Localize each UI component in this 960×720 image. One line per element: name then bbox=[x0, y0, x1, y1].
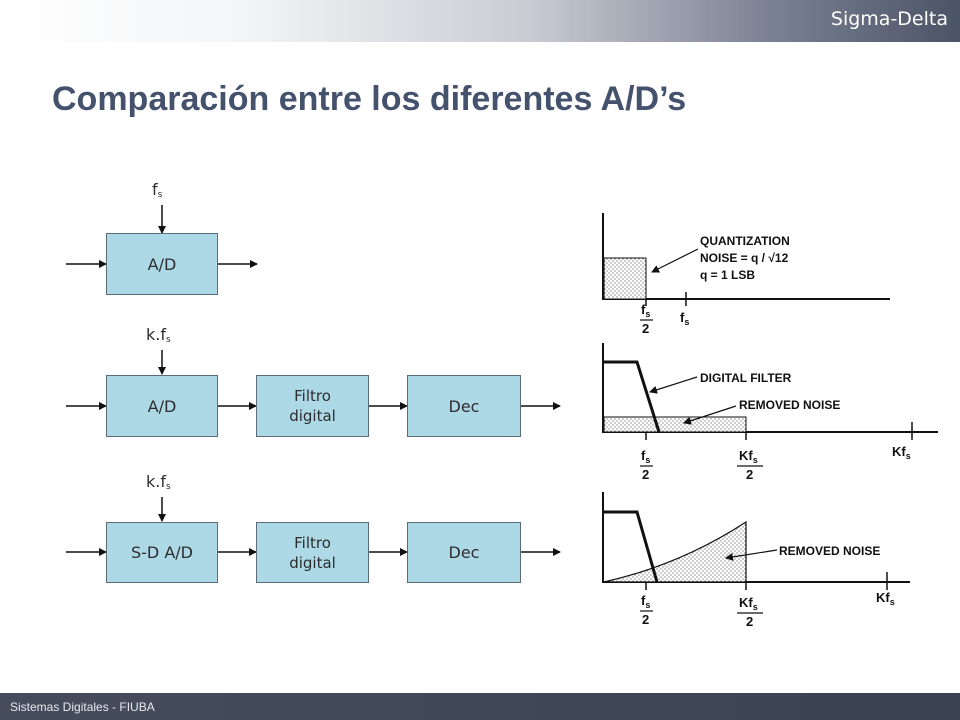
clock-label-1: fs bbox=[152, 180, 163, 200]
spectrum-plot-2: DIGITAL FILTER REMOVED NOISE fs 2 Kfs 2 … bbox=[602, 343, 938, 482]
digital-filter-response bbox=[604, 360, 661, 433]
spectrum-plot-3: REMOVED NOISE fs 2 Kfs 2 Kfs bbox=[602, 492, 910, 629]
filter-label-arrow bbox=[649, 376, 698, 394]
plot1-tick-half-num: fs bbox=[641, 302, 650, 319]
decimator-block-3: Dec bbox=[407, 522, 521, 583]
removed-noise-arrow-3 bbox=[725, 549, 778, 561]
digital-filter-response-3 bbox=[604, 510, 659, 583]
clock-label-3: k.fs bbox=[146, 472, 171, 492]
removed-noise-arrow-2 bbox=[683, 405, 737, 425]
plot1-annotation-line1: QUANTIZATION bbox=[700, 234, 790, 248]
plot3-tick-half-num: fs bbox=[641, 593, 650, 610]
plot3-tick-kfs: Kfs bbox=[876, 590, 895, 607]
plot2-tick-khalf-num: Kfs bbox=[739, 448, 758, 465]
adc-block-1: A/D bbox=[106, 233, 218, 295]
footer-text: Sistemas Digitales - FIUBA bbox=[10, 700, 155, 714]
plot1-annotation-line2: NOISE = q / √12 bbox=[700, 251, 789, 265]
plot2-filter-label: DIGITAL FILTER bbox=[700, 371, 792, 385]
noise-floor-area bbox=[603, 416, 747, 433]
quantization-noise-area bbox=[603, 257, 647, 300]
plot2-tick-half-den: 2 bbox=[642, 467, 649, 482]
footer-bar: Sistemas Digitales - FIUBA bbox=[0, 693, 960, 720]
plot2-tick-khalf-den: 2 bbox=[746, 467, 753, 482]
decimator-block-2: Dec bbox=[407, 375, 521, 437]
plot1-tick-fs: fs bbox=[680, 310, 689, 327]
plot3-removed-label: REMOVED NOISE bbox=[779, 544, 880, 558]
plot3-tick-half-den: 2 bbox=[642, 612, 649, 627]
plot2-tick-kfs: Kfs bbox=[892, 444, 911, 461]
sigma-delta-adc-block: S-D A/D bbox=[106, 522, 218, 583]
shaped-noise-area bbox=[603, 520, 747, 583]
adc-block-2: A/D bbox=[106, 375, 218, 437]
plot2-tick-half-num: fs bbox=[641, 448, 650, 465]
plot3-tick-khalf-num: Kfs bbox=[739, 595, 758, 612]
spectrum-plot-1: QUANTIZATION NOISE = q / √12 q = 1 LSB f… bbox=[602, 213, 890, 336]
clock-label-2: k.fs bbox=[146, 325, 171, 345]
plot1-tick-half-den: 2 bbox=[642, 321, 649, 336]
plot2-removed-label: REMOVED NOISE bbox=[739, 398, 840, 412]
section-title: Sigma-Delta bbox=[830, 8, 948, 30]
header-bar: Sigma-Delta bbox=[0, 0, 960, 42]
plot3-tick-khalf-den: 2 bbox=[746, 614, 753, 629]
slide-title: Comparación entre los diferentes A/D’s bbox=[52, 80, 687, 118]
annotation-arrow-1 bbox=[651, 248, 699, 273]
plot1-annotation-line3: q = 1 LSB bbox=[700, 268, 755, 282]
